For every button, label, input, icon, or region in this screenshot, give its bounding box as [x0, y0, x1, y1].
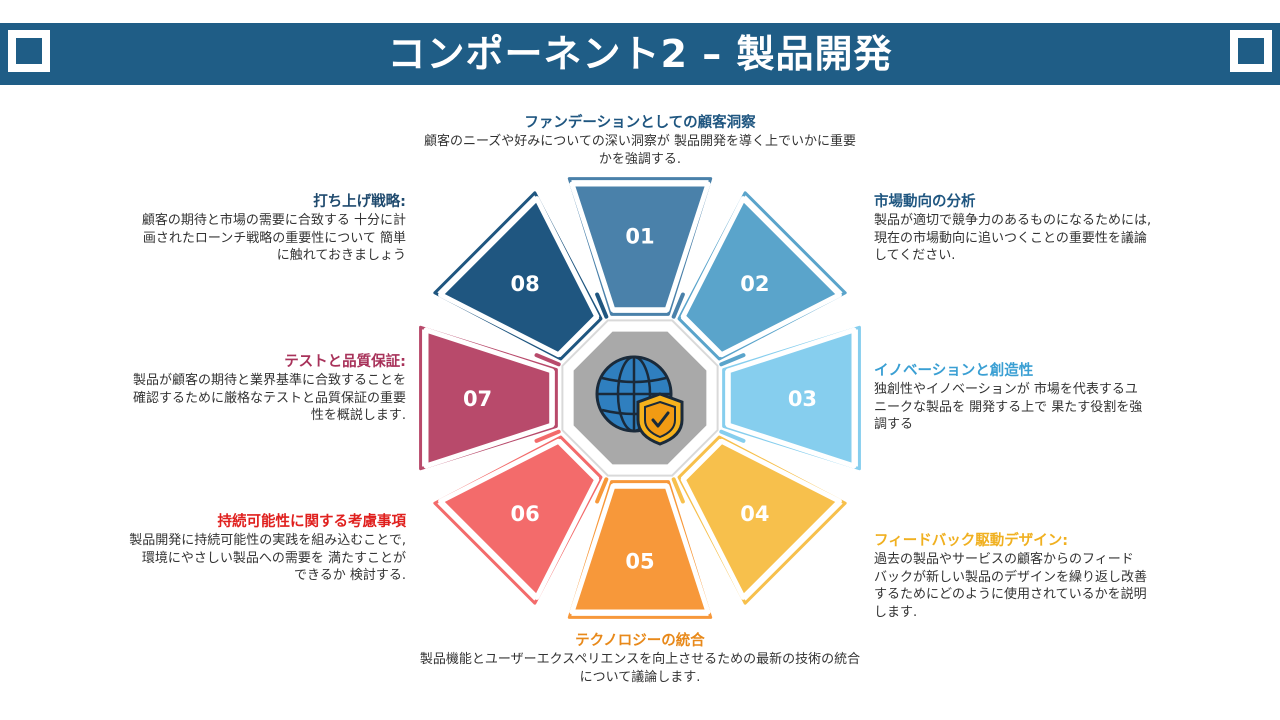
description-line: 環境にやさしい製品への需要を 満たすことが: [141, 550, 406, 566]
segment-02-shape: [680, 196, 842, 358]
segment-02-description: 製品が適切で競争力のあるものになるためには, 現在の市場動向に追いつくことの重要…: [874, 212, 1204, 265]
description-line: かを強調する.: [598, 151, 682, 167]
segment-08-connector: [595, 292, 609, 319]
segment-08-title: 打ち上げ戦略:: [313, 194, 406, 210]
segment-03-number: 03: [788, 387, 817, 411]
globe-shield-icon: [595, 355, 684, 446]
segment-03-shape: [725, 327, 857, 469]
segment-08-text: 打ち上げ戦略: 顧客の期待と市場の需要に合致する 十分に計 画されたローンチ戦略…: [76, 193, 406, 265]
description-line: します.: [874, 604, 918, 620]
segments-layer: 01 02 03 04 05 06 07 08: [419, 177, 861, 619]
description-line: ニークな製品を 開発する上で 果たす役割を強: [874, 399, 1143, 415]
segment-02-title: 市場動向の分析: [874, 194, 976, 210]
header-square-right-icon: [1230, 30, 1272, 72]
description-line: について議論します.: [579, 669, 701, 685]
center-hub: [561, 319, 719, 477]
segment-05-connector: [595, 477, 609, 504]
description-line: 過去の製品やサービスの顧客からのフィード: [874, 552, 1134, 567]
segment-01-shape: [569, 181, 711, 313]
page-title: コンポーネント2 – 製品開発: [387, 32, 893, 76]
segment-01-title: ファンデーションとしての顧客洞察: [524, 115, 756, 131]
segment-06-connector: [534, 429, 561, 443]
description-line: するためにどのように使用されているかを説明: [874, 587, 1147, 602]
description-line: バックが新しい製品のデザインを繰り返し改善: [874, 569, 1148, 585]
segment-06-shape: [438, 438, 600, 600]
segment-06-title: 持続可能性に関する考慮事項: [217, 514, 407, 530]
segment-01-text: ファンデーションとしての顧客洞察 顧客のニーズや好みについての深い洞察が 製品開…: [380, 114, 900, 168]
header-square-left-icon: [8, 30, 50, 72]
segment-03-title: イノベーションと創造性: [874, 363, 1034, 379]
segment-02-number: 02: [740, 272, 769, 296]
segment-05-text: テクノロジーの統合 製品機能とユーザーエクスペリエンスを向上させるための最新の技…: [370, 632, 910, 686]
segment-05-shape: [569, 483, 711, 615]
description-line: 製品機能とユーザーエクスペリエンスを向上させるための最新の技術の統合: [419, 652, 861, 667]
description-line: 画されたローンチ戦略の重要性について 簡単: [142, 230, 406, 246]
description-line: 製品開発に持続可能性の実践を組み込むことで,: [129, 533, 406, 548]
segment-05-title: テクノロジーの統合: [575, 633, 705, 649]
segment-08-description: 顧客の期待と市場の需要に合致する 十分に計 画されたローンチ戦略の重要性について…: [76, 212, 406, 265]
description-line: 顧客のニーズや好みについての深い洞察が 製品開発を導く上でいかに重要: [423, 134, 857, 149]
description-line: してください.: [874, 248, 956, 263]
segment-03-connector: [719, 429, 746, 443]
segment-08-shape: [438, 196, 600, 358]
segment-05-number: 05: [625, 549, 654, 573]
segment-04-text: フィードバック駆動デザイン: 過去の製品やサービスの顧客からのフィード バックが…: [874, 532, 1204, 621]
description-line: 確認するために厳格なテストと品質保証の重要: [132, 390, 406, 406]
segment-01-number: 01: [625, 225, 654, 249]
segment-07-title: テストと品質保証:: [284, 354, 406, 370]
segment-06-number: 06: [511, 502, 540, 526]
header-bar: コンポーネント2 – 製品開発: [0, 23, 1280, 85]
segment-04-number: 04: [740, 502, 769, 526]
segment-02-connector: [719, 353, 746, 367]
segment-03-description: 独創性やイノベーションが 市場を代表するユ ニークな製品を 開発する上で 果たす…: [874, 381, 1204, 434]
segment-04-connector: [671, 477, 685, 504]
segment-07-connector: [534, 353, 561, 367]
description-line: に触れておきましょう: [276, 248, 406, 263]
segment-04-title: フィードバック駆動デザイン:: [874, 533, 1069, 549]
segment-07-description: 製品が顧客の期待と業界基準に合致することを 確認するために厳格なテストと品質保証…: [76, 372, 406, 425]
segment-07-shape: [423, 327, 555, 469]
description-line: できるか 検討する.: [293, 568, 406, 583]
segment-01-connector: [671, 292, 685, 319]
segment-06-description: 製品開発に持続可能性の実践を組み込むことで, 環境にやさしい製品への需要を 満た…: [76, 532, 406, 585]
segment-04-shape: [680, 438, 842, 600]
description-line: 独創性やイノベーションが 市場を代表するユ: [874, 382, 1138, 397]
description-line: 顧客の期待と市場の需要に合致する 十分に計: [141, 213, 406, 228]
segment-01-description: 顧客のニーズや好みについての深い洞察が 製品開発を導く上でいかに重要 かを強調す…: [380, 133, 900, 168]
segment-04-description: 過去の製品やサービスの顧客からのフィード バックが新しい製品のデザインを繰り返し…: [874, 551, 1204, 621]
description-line: 製品が適切で競争力のあるものになるためには,: [874, 213, 1152, 228]
segment-07-number: 07: [463, 387, 492, 411]
description-line: 製品が顧客の期待と業界基準に合致することを: [132, 373, 406, 388]
description-line: 調する: [874, 417, 914, 432]
description-line: 現在の市場動向に追いつくことの重要性を議論: [874, 230, 1147, 246]
segment-03-text: イノベーションと創造性 独創性やイノベーションが 市場を代表するユ ニークな製品…: [874, 362, 1204, 434]
description-line: 性を概説します.: [310, 408, 406, 423]
segment-08-number: 08: [511, 272, 540, 296]
segment-07-text: テストと品質保証: 製品が顧客の期待と業界基準に合致することを 確認するために厳…: [76, 353, 406, 425]
segment-05-description: 製品機能とユーザーエクスペリエンスを向上させるための最新の技術の統合 について議…: [370, 651, 910, 686]
segment-02-text: 市場動向の分析 製品が適切で競争力のあるものになるためには, 現在の市場動向に追…: [874, 193, 1204, 265]
segment-06-text: 持続可能性に関する考慮事項 製品開発に持続可能性の実践を組み込むことで, 環境に…: [76, 513, 406, 585]
